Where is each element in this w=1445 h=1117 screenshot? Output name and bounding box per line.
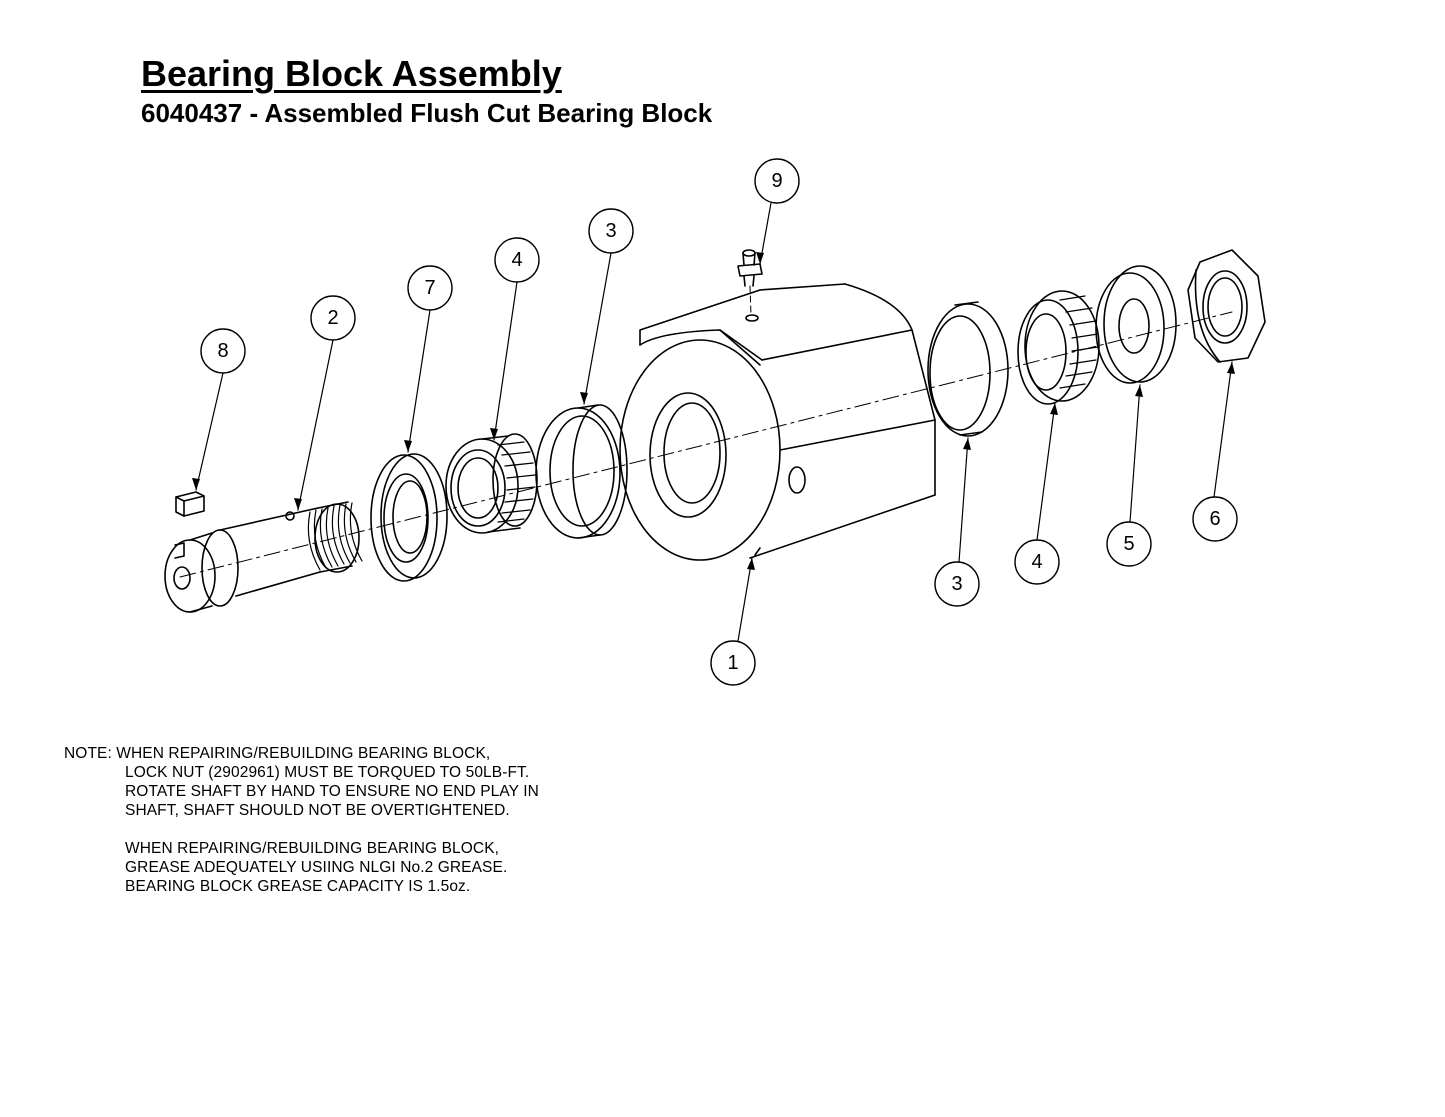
note-label-line: NOTE: WHEN REPAIRING/REBUILDING BEARING … (64, 745, 491, 762)
part-8-key (175, 491, 205, 517)
part-9-grease-fitting (737, 249, 763, 322)
part-7-seal (370, 453, 448, 582)
balloon-4-left: 4 (494, 237, 540, 283)
balloon-4-right: 4 (1014, 539, 1060, 585)
leader-lines (195, 202, 1233, 642)
leader-arrowheads (192, 252, 1235, 570)
note-p1-line: LOCK NUT (2902961) MUST BE TORQUED TO 50… (125, 764, 530, 781)
balloon-8: 8 (200, 328, 246, 374)
note-p1-line: SHAFT, SHAFT SHOULD NOT BE OVERTIGHTENED… (125, 802, 510, 819)
balloon-7: 7 (407, 265, 453, 311)
center-axis-line (179, 311, 1233, 578)
svg-text:2: 2 (327, 307, 338, 329)
svg-text:4: 4 (1031, 551, 1042, 573)
svg-text:5: 5 (1123, 533, 1134, 555)
note-p2-line: GREASE ADEQUATELY USIING NLGI No.2 GREAS… (125, 859, 508, 876)
note-p2-line: WHEN REPAIRING/REBUILDING BEARING BLOCK, (125, 840, 500, 857)
balloon-1: 1 (710, 640, 756, 686)
part-4-right-cone-bearing (1017, 290, 1100, 405)
svg-text:8: 8 (217, 340, 228, 362)
page-title: Bearing Block Assembly (141, 53, 562, 94)
svg-text:3: 3 (951, 573, 962, 595)
svg-text:6: 6 (1209, 508, 1220, 530)
balloon-3-left: 3 (588, 208, 634, 254)
svg-text:9: 9 (771, 170, 782, 192)
balloon-9: 9 (754, 158, 800, 204)
svg-text:4: 4 (511, 249, 522, 271)
part-6-lock-nut (1187, 249, 1266, 363)
part-4-left-cone-bearing (445, 433, 538, 534)
balloon-2: 2 (310, 295, 356, 341)
page-subtitle: 6040437 - Assembled Flush Cut Bearing Bl… (141, 98, 713, 128)
svg-text:7: 7 (424, 277, 435, 299)
svg-text:1: 1 (727, 652, 738, 674)
balloon-3-right: 3 (934, 561, 980, 607)
note-p2-line: BEARING BLOCK GREASE CAPACITY IS 1.5oz. (125, 878, 471, 895)
part-3-right-bearing-cup (927, 301, 1009, 437)
part-1-bearing-block-housing (619, 283, 936, 561)
part-2-shaft (164, 501, 363, 613)
note-p1-line: ROTATE SHAFT BY HAND TO ENSURE NO END PL… (125, 783, 539, 800)
repair-note: NOTE: WHEN REPAIRING/REBUILDING BEARING … (64, 744, 539, 896)
part-3-left-bearing-cup (535, 404, 628, 539)
svg-text:3: 3 (605, 220, 616, 242)
part-5-washer (1095, 265, 1177, 384)
balloon-5: 5 (1106, 521, 1152, 567)
callout-balloons: 1 2 3 3 4 4 5 6 7 8 9 (200, 158, 1238, 686)
balloon-6: 6 (1192, 496, 1238, 542)
